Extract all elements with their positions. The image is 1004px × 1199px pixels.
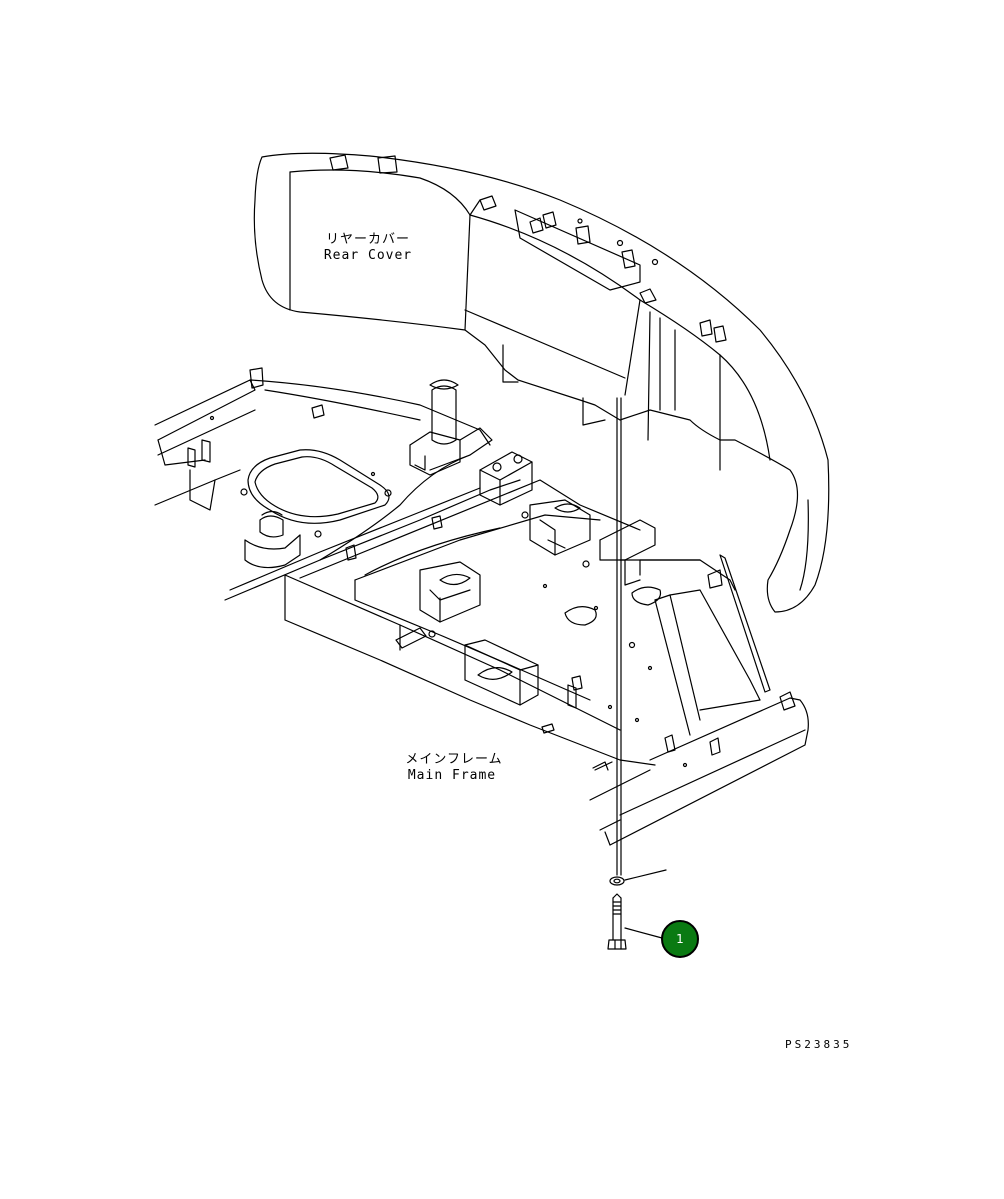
rear-cover-drawing — [253, 152, 830, 613]
rear-cover-label-jp: リヤーカバー — [326, 232, 411, 247]
main-frame-drawing — [154, 367, 809, 846]
bolt-and-washer-drawing — [607, 397, 667, 950]
main-frame-label-en: Main Frame — [407, 768, 497, 783]
main-frame-label-jp: メインフレーム — [405, 752, 503, 767]
rear-cover-label-en: Rear Cover — [323, 248, 413, 263]
part-callout-1[interactable]: 1 — [661, 920, 699, 958]
drawing-code: PS23835 — [785, 1038, 853, 1051]
